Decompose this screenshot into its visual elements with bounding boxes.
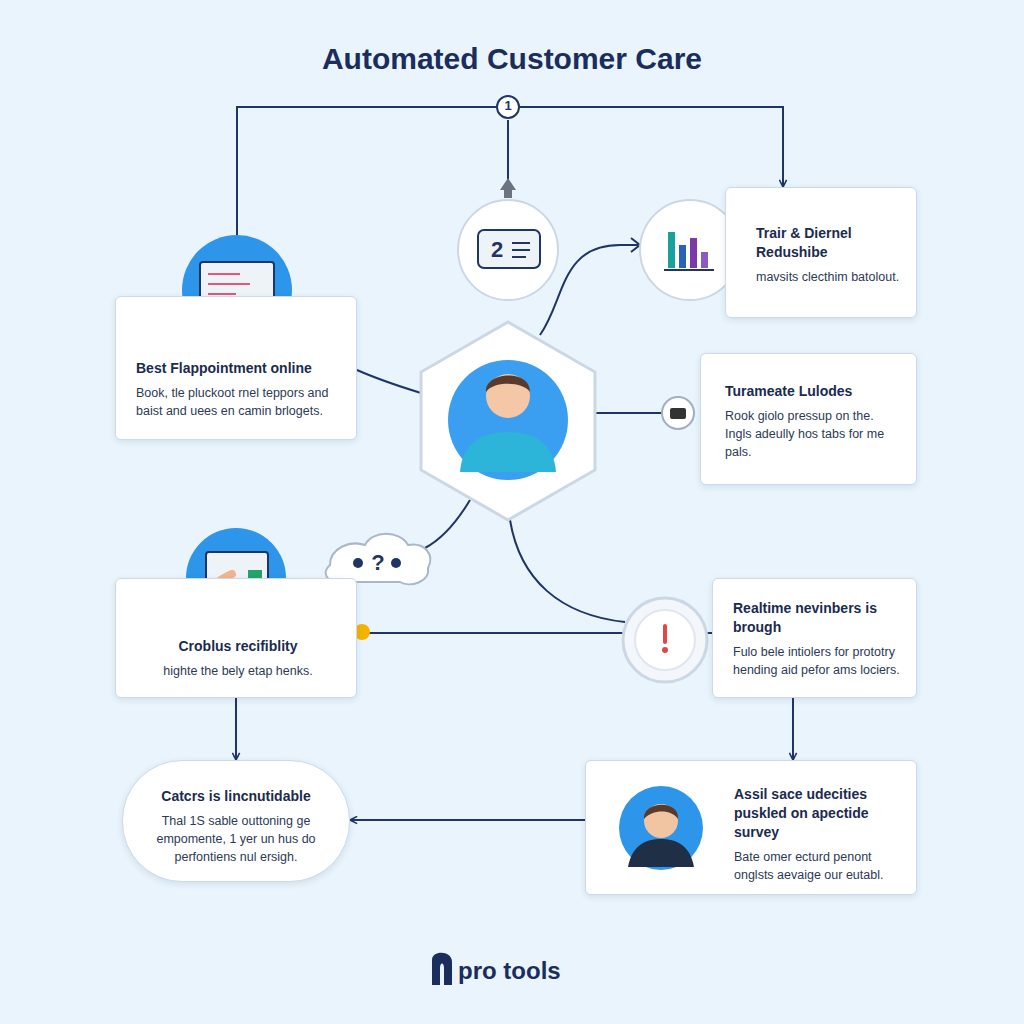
card-lines bbox=[512, 243, 530, 257]
dot bbox=[391, 558, 401, 568]
connector bbox=[792, 698, 794, 760]
screen-lines bbox=[208, 274, 250, 294]
box-heading: Catcrs is lincnutidable bbox=[143, 787, 329, 806]
box-body: Fulo bele intiolers for prototry hending… bbox=[733, 643, 904, 679]
icon-circle bbox=[623, 598, 707, 682]
box-body: highte the bely etap henks. bbox=[136, 662, 340, 680]
up-arrow bbox=[500, 178, 516, 198]
bar bbox=[668, 232, 675, 268]
callout-number: 2 bbox=[485, 237, 509, 263]
speech-bubble bbox=[326, 534, 431, 585]
alarm-dot bbox=[662, 647, 668, 653]
box-heading: Realtime nevinbers is brough bbox=[733, 599, 904, 637]
card-icon bbox=[478, 230, 540, 268]
pot-icon bbox=[670, 408, 686, 419]
box-heading: Croblus recifiblity bbox=[136, 637, 340, 656]
dot bbox=[353, 558, 363, 568]
box-body: Book, tle pluckoot rnel teppors and bais… bbox=[136, 384, 340, 420]
alarm-mark bbox=[663, 626, 667, 642]
logo-mark bbox=[432, 953, 452, 985]
bar bbox=[701, 252, 708, 268]
process-box: Croblus recifiblity highte the bely etap … bbox=[115, 578, 357, 698]
callout-number: 1 bbox=[500, 98, 516, 113]
icon-circle bbox=[662, 397, 694, 429]
box-heading: Assil sace udecities puskled on apectide… bbox=[734, 785, 902, 842]
icon-circle bbox=[458, 200, 558, 300]
alarm-face bbox=[635, 610, 695, 670]
callout-number: ? bbox=[370, 550, 386, 576]
brand-logo: pro tools bbox=[458, 957, 618, 985]
process-box: Assil sace udecities puskled on apectide… bbox=[585, 760, 917, 895]
box-heading: Turameate Lulodes bbox=[725, 382, 902, 401]
process-box: Realtime nevinbers is broughFulo bele in… bbox=[712, 578, 917, 698]
connector bbox=[235, 698, 237, 760]
box-heading: Trair & Diernel Redushibe bbox=[756, 224, 904, 262]
process-box: Best Flappointment onlineBook, tle pluck… bbox=[115, 296, 357, 440]
avatar-hair bbox=[486, 375, 530, 392]
step-marker bbox=[497, 96, 519, 118]
center-hexagon bbox=[421, 322, 595, 520]
diagram-title: Automated Customer Care bbox=[0, 42, 1024, 76]
avatar-body bbox=[460, 432, 556, 472]
box-body: Bate omer ecturd penont onglsts aevaige … bbox=[734, 848, 902, 884]
box-body: Rook giolo pressup on the. Ingls adeully… bbox=[725, 407, 902, 461]
axis bbox=[664, 269, 714, 271]
box-heading: Best Flappointment online bbox=[136, 359, 340, 378]
connector bbox=[350, 819, 585, 821]
bar bbox=[679, 245, 686, 268]
process-box: Trair & Diernel Redushibe mavsits clecthi… bbox=[725, 187, 917, 318]
process-box: Catcrs is lincnutidableThal 1S sable out… bbox=[122, 760, 350, 882]
process-box: Turameate LulodesRook giolo pressup on t… bbox=[700, 353, 917, 485]
box-body: Thal 1S sable outtoning ge empomente, 1 … bbox=[143, 812, 329, 866]
bar bbox=[690, 238, 697, 268]
avatar-circle bbox=[448, 360, 568, 480]
avatar-head bbox=[486, 374, 530, 418]
avatar-icon bbox=[616, 783, 706, 873]
box-body: mavsits clecthim batolout. bbox=[756, 268, 904, 286]
